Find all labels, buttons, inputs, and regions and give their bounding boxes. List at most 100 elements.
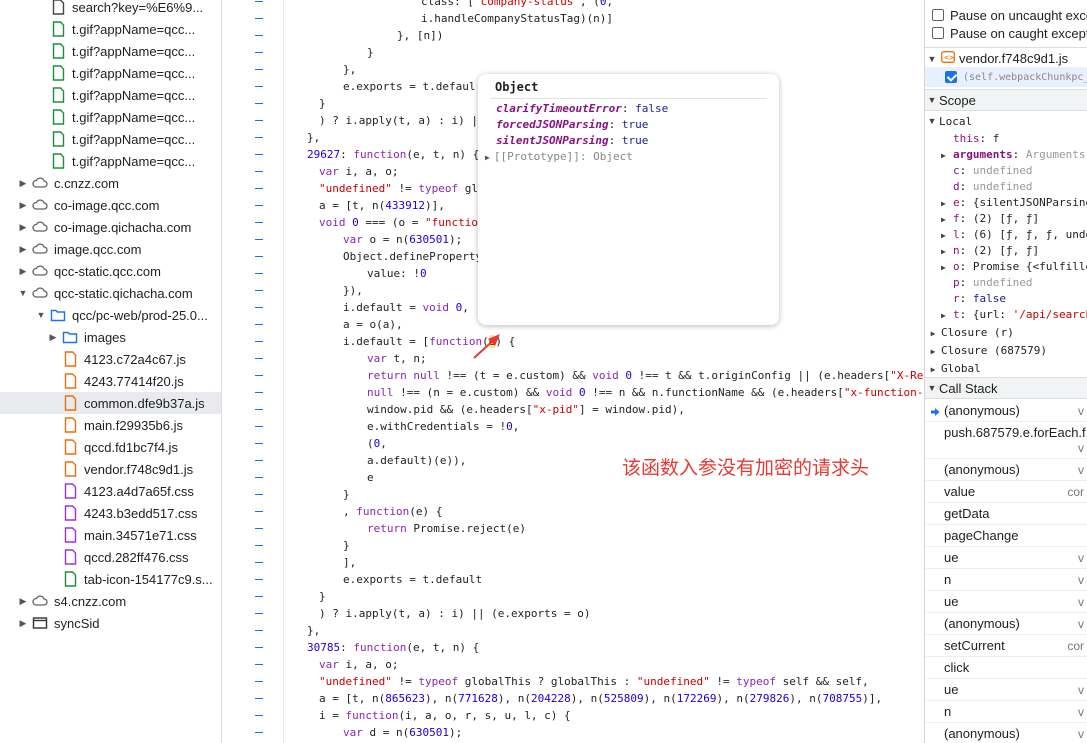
expand-arrow-icon[interactable]: ▶	[19, 221, 27, 232]
tree-item[interactable]: t.gif?appName=qcc...	[0, 18, 221, 40]
collapse-arrow-icon[interactable]: ▼	[18, 288, 28, 298]
scope-variable[interactable]: ▶l: (6) [ƒ, ƒ, ƒ, unde	[925, 227, 1087, 243]
line-marker[interactable]	[255, 562, 263, 563]
tree-item[interactable]: t.gif?appName=qcc...	[0, 62, 221, 84]
line-marker[interactable]	[255, 426, 263, 427]
scope-variable[interactable]: d: undefined	[953, 180, 1033, 193]
scope-variable[interactable]: c: undefined	[953, 164, 1033, 177]
closure-scope-row[interactable]: ▶Closure (r)	[925, 324, 1087, 342]
expand-arrow-icon[interactable]: ▶	[19, 595, 27, 606]
expand-arrow-icon[interactable]: ▶	[930, 365, 936, 374]
pause-uncaught-row[interactable]: Pause on uncaught exce	[925, 4, 1087, 26]
line-marker[interactable]	[255, 1, 263, 2]
line-marker[interactable]	[255, 511, 263, 512]
call-stack-frame[interactable]: push.687579.e.forEach.f.<v	[925, 422, 1087, 459]
call-stack-frame[interactable]: click	[925, 657, 1087, 679]
line-marker[interactable]	[255, 494, 263, 495]
breakpoint-row[interactable]: (self.webpackChunkpc_	[925, 67, 1087, 87]
tree-item[interactable]: ▶co-image.qichacha.com	[0, 216, 221, 238]
line-marker[interactable]	[255, 341, 263, 342]
tree-item[interactable]: 4123.a4d7a65f.css	[0, 480, 221, 502]
line-marker[interactable]	[255, 579, 263, 580]
call-stack-frame[interactable]: (anonymous)v	[925, 613, 1087, 635]
tree-item[interactable]: main.f29935b6.js	[0, 414, 221, 436]
scope-variable[interactable]: this: f	[953, 132, 1000, 145]
expand-arrow-icon[interactable]: ▶	[930, 347, 936, 356]
tree-item[interactable]: ▶qcc-static.qcc.com	[0, 260, 221, 282]
line-marker[interactable]	[255, 18, 263, 19]
tree-item[interactable]: t.gif?appName=qcc...	[0, 150, 221, 172]
line-marker[interactable]	[255, 528, 263, 529]
expand-arrow-icon[interactable]: ▶	[19, 177, 27, 188]
expand-arrow-icon[interactable]: ▶	[19, 243, 27, 254]
line-marker[interactable]	[255, 477, 263, 478]
tree-item[interactable]: qccd.fd1bc7f4.js	[0, 436, 221, 458]
tree-item[interactable]: ▶image.qcc.com	[0, 238, 221, 260]
pause-uncaught-checkbox[interactable]	[932, 9, 944, 21]
tree-item[interactable]: 4243.77414f20.js	[0, 370, 221, 392]
closure-scope-row[interactable]: ▶Closure (687579)	[925, 342, 1087, 360]
line-marker[interactable]	[255, 698, 263, 699]
tree-item[interactable]: qccd.282ff476.css	[0, 546, 221, 568]
collapse-arrow-icon[interactable]: ▼	[36, 310, 46, 320]
closure-scope-row[interactable]: ▶Global	[925, 360, 1087, 378]
tree-item[interactable]: t.gif?appName=qcc...	[0, 84, 221, 106]
line-marker[interactable]	[255, 630, 263, 631]
expand-arrow-icon[interactable]: ▶	[19, 265, 27, 276]
line-marker[interactable]	[255, 358, 263, 359]
expand-arrow-icon[interactable]: ▶	[49, 331, 57, 342]
breakpoint-checkbox[interactable]	[945, 71, 957, 83]
line-marker[interactable]	[255, 443, 263, 444]
expand-arrow-icon[interactable]: ▶	[19, 617, 27, 628]
call-stack-section-header[interactable]: ▼Call Stack	[925, 377, 1087, 399]
pause-caught-checkbox[interactable]	[932, 27, 944, 39]
expand-arrow-icon[interactable]: ▶	[19, 199, 27, 210]
tree-item[interactable]: 4123.c72a4c67.js	[0, 348, 221, 370]
line-marker[interactable]	[255, 596, 263, 597]
line-marker[interactable]	[255, 681, 263, 682]
line-marker[interactable]	[255, 273, 263, 274]
tree-item[interactable]: ▶images	[0, 326, 221, 348]
line-marker[interactable]	[255, 171, 263, 172]
tree-item[interactable]: 4243.b3edd517.css	[0, 502, 221, 524]
line-marker[interactable]	[255, 290, 263, 291]
call-stack-frame[interactable]: (anonymous)v	[925, 459, 1087, 481]
collapse-arrow-icon[interactable]: ▼	[927, 383, 937, 393]
tree-item[interactable]: tab-icon-154177c9.s...	[0, 568, 221, 590]
line-marker[interactable]	[255, 545, 263, 546]
expand-arrow-icon[interactable]: ▶	[930, 329, 936, 338]
line-marker[interactable]	[255, 69, 263, 70]
line-marker[interactable]	[255, 647, 263, 648]
line-marker[interactable]	[255, 460, 263, 461]
scope-variable[interactable]: ▶f: (2) [ƒ, ƒ]	[925, 211, 1087, 227]
line-marker[interactable]	[255, 375, 263, 376]
tree-item[interactable]: ▶syncSid	[0, 612, 221, 634]
line-marker[interactable]	[255, 256, 263, 257]
line-marker[interactable]	[255, 613, 263, 614]
tree-item[interactable]: main.34571e71.css	[0, 524, 221, 546]
expand-arrow-icon[interactable]: ▶	[485, 153, 490, 162]
line-marker[interactable]	[255, 205, 263, 206]
line-marker[interactable]	[255, 409, 263, 410]
expand-arrow-icon[interactable]: ▶	[941, 231, 946, 240]
line-marker[interactable]	[255, 664, 263, 665]
prototype-row[interactable]: ▶[[Prototype]]: Object	[485, 149, 633, 165]
line-marker[interactable]	[255, 222, 263, 223]
tree-item[interactable]: ▼qcc/pc-web/prod-25.0...	[0, 304, 221, 326]
scope-section-header[interactable]: ▼Scope	[925, 89, 1087, 111]
line-marker[interactable]	[255, 715, 263, 716]
tree-item[interactable]: ▼qcc-static.qichacha.com	[0, 282, 221, 304]
line-marker[interactable]	[255, 307, 263, 308]
line-marker[interactable]	[255, 35, 263, 36]
call-stack-frame[interactable]: getData	[925, 503, 1087, 525]
line-marker[interactable]	[255, 392, 263, 393]
expand-arrow-icon[interactable]: ▶	[941, 215, 946, 224]
line-marker[interactable]	[255, 52, 263, 53]
expand-arrow-icon[interactable]: ▶	[941, 199, 946, 208]
line-marker[interactable]	[255, 732, 263, 733]
expand-arrow-icon[interactable]: ▶	[941, 151, 946, 160]
